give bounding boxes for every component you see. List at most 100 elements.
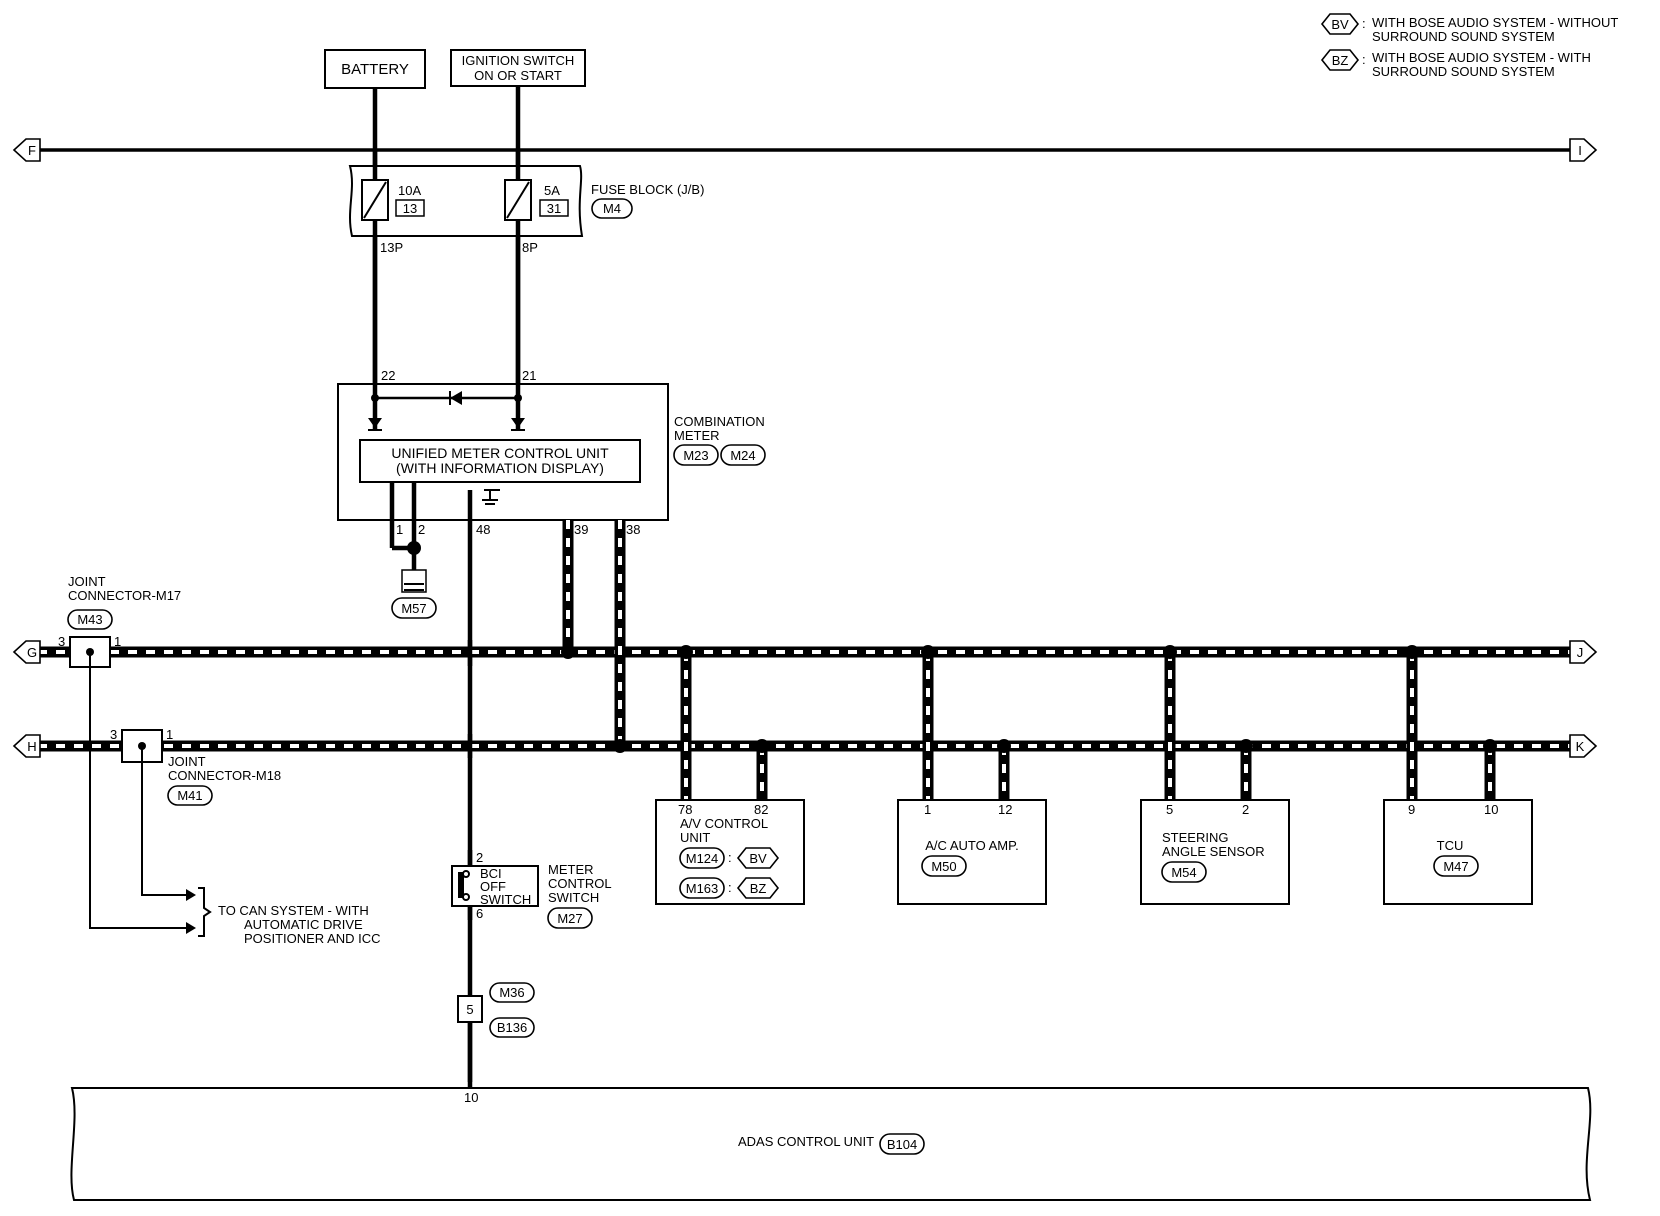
fuse-block: 10A 13 13P 5A 31 8P FUSE BLOCK (J/B) M4 xyxy=(348,150,704,400)
unified-meter-label-1: UNIFIED METER CONTROL UNIT xyxy=(391,445,609,461)
lead-arrow-1 xyxy=(186,889,196,901)
legend-bz-text-2: SURROUND SOUND SYSTEM xyxy=(1372,64,1555,79)
fuse2-amp: 5A xyxy=(544,183,560,198)
joint-m17-lead xyxy=(89,652,190,929)
meter-can-38-splice xyxy=(613,739,627,753)
tcu-code: M47 xyxy=(1443,859,1468,874)
meter-pin-1: 1 xyxy=(396,522,403,537)
tcu: 9 10 TCU M47 xyxy=(1383,799,1533,905)
av-colon-1: : xyxy=(728,850,732,865)
can-note-line-3: POSITIONER AND ICC xyxy=(244,931,381,946)
legend-bz-tag xyxy=(1320,49,1360,71)
fuse1-num-box xyxy=(395,199,425,217)
steering-code-oval xyxy=(1161,861,1207,883)
adas-label: ADAS CONTROL UNIT xyxy=(738,1134,874,1149)
bus-j-letter: J xyxy=(1577,645,1584,660)
harness-connector-pin: 5 xyxy=(466,1002,473,1017)
ac-splice-12 xyxy=(997,739,1011,753)
harness-code-bottom: B136 xyxy=(497,1020,527,1035)
ground-code: M57 xyxy=(401,601,426,616)
meter-switch-label-1: METER xyxy=(548,862,594,877)
tcu-pin-10: 10 xyxy=(1484,802,1498,817)
can-system-bracket xyxy=(198,887,212,937)
meter-pin-2: 2 xyxy=(418,522,425,537)
switch-text-bci: BCI xyxy=(480,866,502,881)
meter-switch-label-2: CONTROL xyxy=(548,876,612,891)
av-pin-82: 82 xyxy=(754,802,768,817)
tcu-splice-10 xyxy=(1483,739,1497,753)
combination-meter-code-oval-2 xyxy=(720,444,766,466)
meter-pin-21: 21 xyxy=(522,368,536,383)
bus-k-letter: K xyxy=(1576,739,1585,754)
steering-label-2: ANGLE SENSOR xyxy=(1162,844,1265,859)
bus-g-arrow xyxy=(12,640,41,664)
meter-diode-21 xyxy=(511,418,525,428)
steering-pin-2: 2 xyxy=(1242,802,1249,817)
bus-i-arrow xyxy=(1569,138,1598,162)
av-splice-82 xyxy=(755,739,769,753)
combination-meter-code-oval-1 xyxy=(673,444,719,466)
steering-splice-5 xyxy=(1163,645,1177,659)
can-note-line-2: AUTOMATIC DRIVE xyxy=(244,917,363,932)
switch-text-off: OFF xyxy=(480,879,506,894)
bus-j-arrow xyxy=(1569,640,1598,664)
switch-pin-2: 2 xyxy=(476,850,483,865)
av-colon-2: : xyxy=(728,880,732,895)
legend-bz-code: BZ xyxy=(1332,53,1349,68)
joint-m17-label-1: JOINT xyxy=(68,574,106,589)
meter-can-drops xyxy=(561,520,627,753)
av-opt-1: BV xyxy=(749,851,767,866)
fuse1-num: 13 xyxy=(403,201,417,216)
battery-label: BATTERY xyxy=(341,61,409,78)
tcu-splice-9 xyxy=(1405,645,1419,659)
ac-auto-amp: 1 12 A/C AUTO AMP. M50 xyxy=(897,799,1047,905)
can-note-line-1: TO CAN SYSTEM - WITH xyxy=(218,903,369,918)
joint-m18-pin-1: 1 xyxy=(166,727,173,742)
ac-pin-12: 12 xyxy=(998,802,1012,817)
steering-splice-2 xyxy=(1239,739,1253,753)
meter-pin-48: 48 xyxy=(476,522,490,537)
steering-label-1: STEERING xyxy=(1162,830,1228,845)
joint-m17-pin-1: 1 xyxy=(114,634,121,649)
joint-m18-pin-3: 3 xyxy=(110,727,117,742)
ignition-label-1: IGNITION SWITCH xyxy=(462,53,575,68)
adas-control-unit: 10 ADAS CONTROL UNIT B104 xyxy=(70,1087,1592,1201)
combination-meter-code-1: M23 xyxy=(683,448,708,463)
legend-bz-text-1: WITH BOSE AUDIO SYSTEM - WITH xyxy=(1372,50,1591,65)
bus-k-arrow xyxy=(1569,734,1598,758)
harness-code-top: M36 xyxy=(499,985,524,1000)
device-can-drops xyxy=(679,645,1497,800)
bus-i-letter: I xyxy=(1578,143,1582,158)
tcu-box xyxy=(1383,799,1533,905)
meter-switch-label-3: SWITCH xyxy=(548,890,599,905)
adas-code: B104 xyxy=(887,1137,917,1152)
meter-switch-code: M27 xyxy=(557,911,582,926)
fuse-block-code: M4 xyxy=(603,201,621,216)
adas-box xyxy=(70,1087,1592,1201)
av-code-1: M124 xyxy=(686,851,719,866)
switch-text-switch: SWITCH xyxy=(480,892,531,907)
legend-bz-colon: : xyxy=(1362,52,1366,67)
meter-node-21 xyxy=(514,394,522,402)
combination-meter-code-2: M24 xyxy=(730,448,755,463)
av-opt-tag-2 xyxy=(736,877,780,899)
av-control-unit: 78 82 A/V CONTROL UNIT M124 : BV M163 : … xyxy=(655,799,805,905)
switch-lever xyxy=(458,872,464,898)
ac-auto-amp-box xyxy=(897,799,1047,905)
lead-arrow-2 xyxy=(186,922,196,934)
joint-m18-lead xyxy=(141,746,190,896)
joint-m17-label-2: CONNECTOR-M17 xyxy=(68,588,181,603)
joint-m17-pin-3: 3 xyxy=(58,634,65,649)
ac-code-oval xyxy=(921,855,967,877)
bus-f-letter: F xyxy=(28,143,36,158)
steering-sensor-box xyxy=(1140,799,1290,905)
legend-bv-code: BV xyxy=(1331,17,1349,32)
ground-code-oval xyxy=(391,597,437,619)
battery-box xyxy=(324,49,426,89)
meter-pin-38: 38 xyxy=(626,522,640,537)
unified-meter-label-2: (WITH INFORMATION DISPLAY) xyxy=(396,460,604,476)
joint-m17-code: M43 xyxy=(77,612,102,627)
fuse1-pin: 13P xyxy=(380,240,403,255)
meter-pin-39: 39 xyxy=(574,522,588,537)
